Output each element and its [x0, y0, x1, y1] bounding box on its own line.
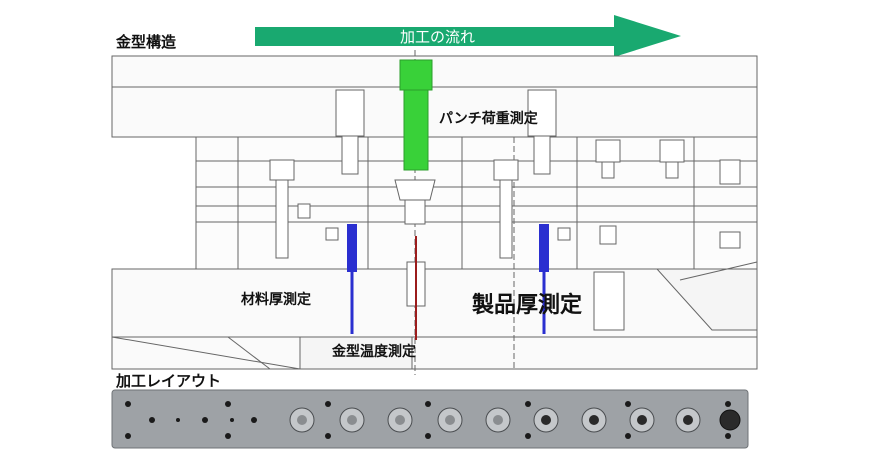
flow-arrow: [255, 15, 681, 57]
bottom-plate: [111, 336, 758, 370]
top-plate: [111, 55, 758, 88]
thickness-sensor-right: [539, 224, 549, 272]
pilot-hole: [125, 401, 131, 407]
flow-label: 加工の流れ: [400, 28, 476, 46]
product-thickness-label: 製品厚測定: [472, 293, 583, 318]
boss-center: [395, 415, 405, 425]
boss-center: [493, 415, 503, 425]
pilot-hole: [225, 433, 231, 439]
section-title-die-structure: 金型構造: [116, 33, 177, 51]
boss-center: [683, 415, 693, 425]
pilot-hole: [625, 401, 631, 407]
final-hole: [719, 409, 741, 431]
strip-hole: [202, 417, 208, 423]
thickness-sensor-left: [347, 224, 357, 272]
pilot-hole: [725, 433, 731, 439]
die-plate: [111, 268, 758, 338]
pilot-hole: [725, 401, 731, 407]
pilot-hole: [525, 433, 531, 439]
strip-features: [125, 401, 741, 439]
pilot-hole: [525, 401, 531, 407]
material-thickness-label: 材料厚測定: [241, 292, 311, 308]
section-title-processing-layout: 加工レイアウト: [116, 372, 222, 390]
boss-center: [541, 415, 551, 425]
boss-center: [589, 415, 599, 425]
pilot-hole: [425, 401, 431, 407]
punch-holder-plate: [111, 86, 758, 138]
processing-strip: [111, 389, 749, 449]
pilot-hole: [625, 433, 631, 439]
pilot-hole: [325, 433, 331, 439]
punch-load-label: パンチ荷重測定: [439, 111, 538, 127]
pilot-hole: [225, 401, 231, 407]
pilot-hole: [425, 433, 431, 439]
strip-hole: [230, 418, 234, 422]
boss-center: [637, 415, 647, 425]
die-structure: [111, 50, 758, 375]
die-temperature-label: 金型温度測定: [332, 344, 416, 360]
boss-center: [445, 415, 455, 425]
pilot-hole: [325, 401, 331, 407]
strip-hole: [251, 417, 257, 423]
boss-center: [347, 415, 357, 425]
strip-hole: [149, 417, 155, 423]
strip-hole: [176, 418, 180, 422]
boss-center: [297, 415, 307, 425]
pilot-hole: [125, 433, 131, 439]
